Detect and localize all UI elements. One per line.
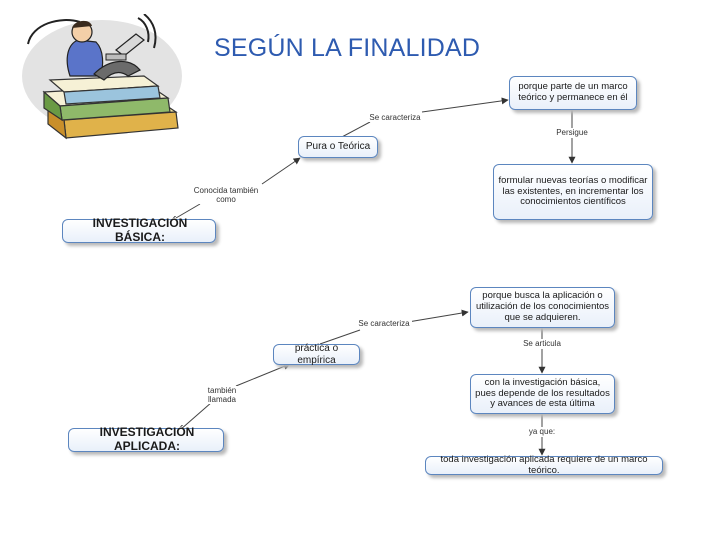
link-label-se-caracteriza-basica: Se caracteriza xyxy=(364,113,426,123)
node-investigacion-aplicada: INVESTIGACIÓN APLICADA: xyxy=(68,425,224,453)
node-marco-teorico-requerido: toda investigación aplicada requiere de … xyxy=(425,454,663,475)
node-investigacion-basica: INVESTIGACIÓN BÁSICA: xyxy=(62,216,216,244)
link-label-se-caracteriza-aplicada: Se caracteriza xyxy=(356,319,412,329)
link-label-se-articula: Se articula xyxy=(518,339,566,349)
link-label-ya-que: ya que: xyxy=(526,427,558,437)
node-formular-teorias: formular nuevas teorías o modificar las … xyxy=(493,164,653,220)
node-practica-empirica: práctica o empírica xyxy=(273,343,360,366)
node-investigacion-basica-dependencia: con la investigación básica, pues depend… xyxy=(470,374,615,414)
link-label-persigue: Persigue xyxy=(552,128,592,138)
link-label-tambien-llamada: también llamada xyxy=(204,386,240,405)
student-reading-on-books-icon xyxy=(22,14,182,140)
page-title: SEGÚN LA FINALIDAD xyxy=(214,34,481,62)
link-label-conocida-tambien: Conocida también como xyxy=(190,186,262,205)
node-marco-teorico: porque parte de un marco teórico y perma… xyxy=(509,76,637,110)
node-busca-aplicacion: porque busca la aplicación o utilización… xyxy=(470,287,615,328)
node-pura-teorica: Pura o Teórica xyxy=(298,136,378,158)
